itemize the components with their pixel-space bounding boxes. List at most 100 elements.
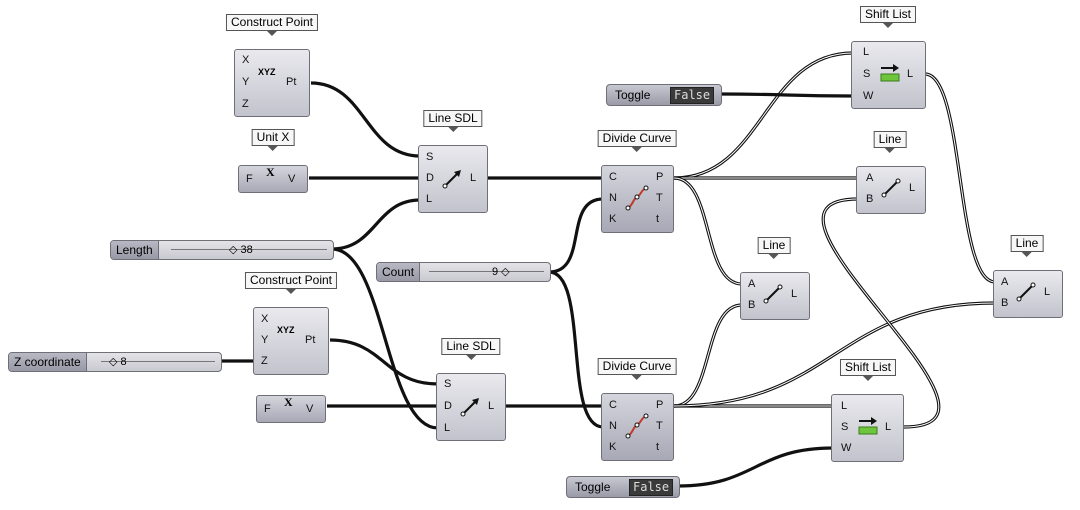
port-y: Y (261, 334, 269, 346)
wire-cp2-pt-to-lsdl2-s (329, 338, 439, 386)
port-z: Z (242, 98, 249, 110)
component-name-tag: Shift List (859, 6, 917, 28)
unit-vector-icon: X (266, 165, 275, 179)
line-sdl-icon (442, 170, 461, 189)
slider-label: Z coordinate (9, 353, 87, 371)
port-b: B (866, 193, 874, 205)
wire-toggle2-to-shift2-w (677, 446, 834, 488)
construct-point-1[interactable]: Construct Point X Y Z Pt XYZ (225, 14, 319, 117)
shift-list-2[interactable]: Shift List L S W L (831, 359, 904, 462)
port-f: F (246, 173, 253, 185)
line-sdl-1[interactable]: Line SDL S D L L (418, 110, 488, 213)
port-b: B (748, 299, 756, 311)
line-2[interactable]: Line A B L (740, 237, 810, 320)
wire-cp1-pt-to-lsdl1-s (310, 81, 421, 158)
port-x: X (242, 54, 250, 66)
port-v: V (306, 403, 314, 415)
wire-list-highlight (924, 73, 996, 283)
slider-value: ◇ 38 (229, 244, 253, 256)
toggle-state[interactable]: False (670, 87, 715, 104)
port-p: P (656, 171, 664, 183)
shift-list-icon (858, 417, 878, 435)
port-l-in: L (444, 422, 451, 434)
line-icon (763, 284, 783, 304)
port-d: D (444, 400, 452, 412)
wire-list-highlight (673, 52, 854, 179)
wire-list-highlight (822, 198, 940, 428)
unit-z[interactable]: F V X (256, 395, 326, 423)
toggle-label: Toggle (615, 88, 651, 102)
wire-count-to-div2-n (548, 270, 604, 429)
component-name-tag: Divide Curve (597, 130, 677, 152)
slider-value: ◇ 8 (109, 356, 127, 368)
slider-value-number: 38 (240, 244, 253, 256)
slider-value-number: 9 (492, 266, 499, 278)
component-name-tag: Line SDL (423, 110, 483, 132)
component-name-tag: Line (1010, 235, 1044, 257)
port-l-in: L (863, 46, 870, 58)
divide-curve-icon (625, 185, 649, 211)
port-l-out: L (885, 421, 892, 433)
port-l-out: L (909, 182, 916, 194)
count-slider[interactable]: Count 9 ◇ (376, 262, 551, 282)
line-1[interactable]: Line A B L (856, 131, 926, 214)
toggle-1[interactable]: Toggle False (606, 84, 722, 106)
xyz-icon: XYZ (277, 325, 295, 335)
wire-length-to-lsdl1-l (331, 198, 421, 251)
line-icon (1016, 282, 1036, 302)
unit-x[interactable]: Unit X F V X (238, 129, 308, 193)
port-y: Y (242, 76, 250, 88)
shift-list-icon (880, 64, 900, 82)
toggle-label: Toggle (575, 480, 611, 494)
slider-value-number: 8 (120, 356, 127, 368)
port-l-in: L (426, 193, 433, 205)
port-t-param: t (656, 441, 660, 453)
port-pt: Pt (286, 76, 297, 88)
slider-label: Count (377, 263, 421, 281)
port-t-tangent: T (656, 192, 663, 204)
port-s: S (863, 68, 871, 80)
divide-curve-icon (625, 413, 649, 439)
divide-curve-2[interactable]: Divide Curve C N K P T t (597, 358, 677, 461)
wire-list-highlight (673, 302, 996, 407)
port-z: Z (261, 355, 268, 367)
port-k: K (609, 213, 617, 225)
z-coordinate-slider[interactable]: Z coordinate ◇ 8 (8, 352, 222, 372)
wire-list-highlight (673, 177, 743, 285)
component-name-tag: Line SDL (441, 338, 501, 360)
port-n: N (609, 192, 617, 204)
port-l-out: L (1044, 286, 1051, 298)
line-3[interactable]: Line A B L (993, 235, 1063, 318)
port-a: A (866, 172, 874, 184)
port-t-param: t (656, 213, 660, 225)
port-v: V (288, 173, 296, 185)
length-slider[interactable]: Length ◇ 38 (110, 240, 334, 260)
port-n: N (609, 420, 617, 432)
port-w: W (841, 442, 852, 454)
port-w: W (863, 90, 874, 102)
port-l-out: L (907, 68, 914, 80)
port-c: C (609, 171, 617, 183)
line-icon (881, 178, 901, 198)
port-d: D (426, 172, 434, 184)
component-name-tag: Line (873, 131, 907, 153)
port-s: S (841, 421, 849, 433)
shift-list-1[interactable]: Shift List L S W L (851, 6, 926, 109)
component-name-tag: Construct Point (244, 272, 338, 294)
line-sdl-2[interactable]: Line SDL S D L L (436, 338, 506, 441)
port-b: B (1001, 297, 1009, 309)
toggle-state[interactable]: False (629, 479, 674, 496)
wire-toggle1-to-shift1-w (719, 92, 854, 98)
construct-point-2[interactable]: Construct Point X Y Z Pt XYZ (244, 272, 338, 375)
wire-count-to-div1-n (548, 197, 604, 274)
divide-curve-1[interactable]: Divide Curve C N K P T t (597, 130, 677, 233)
port-x: X (261, 313, 269, 325)
slider-value: 9 ◇ (492, 266, 510, 278)
wire-length-to-lsdl2-l (331, 247, 439, 430)
toggle-2[interactable]: Toggle False (566, 476, 680, 498)
port-c: C (609, 399, 617, 411)
port-l-in: L (841, 400, 848, 412)
xyz-icon: XYZ (258, 67, 276, 77)
port-p: P (656, 399, 664, 411)
